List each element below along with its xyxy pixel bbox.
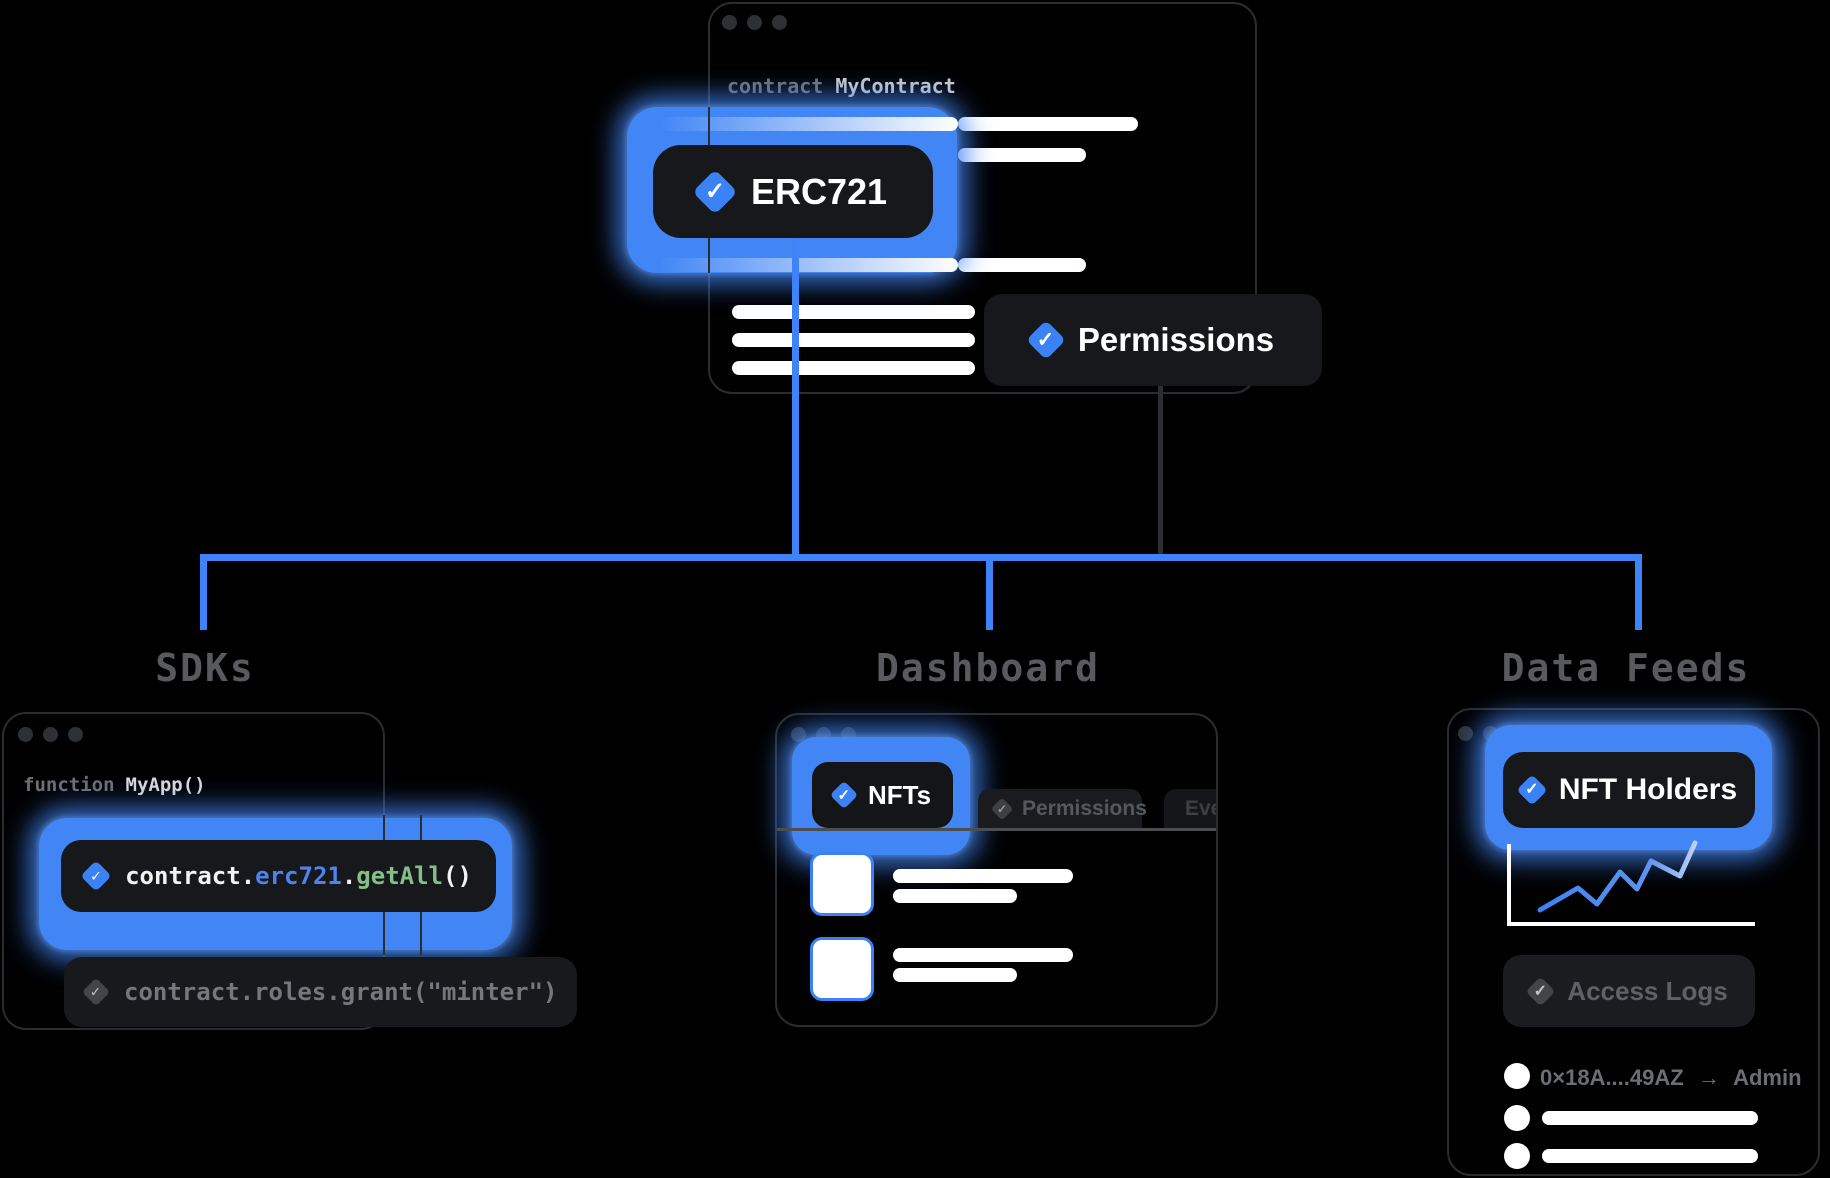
tab-nfts-label: NFTs xyxy=(867,779,932,810)
log-role: Admin xyxy=(1733,1065,1802,1090)
function-declaration: function MyApp() xyxy=(23,774,206,796)
erc721-connector-line xyxy=(792,234,799,561)
tab-permissions-label: Permissions xyxy=(1022,796,1147,820)
branch-trunk-line xyxy=(200,554,1642,561)
skeleton-line xyxy=(732,305,975,319)
skeleton-line xyxy=(893,889,1017,903)
getall-code-badge[interactable]: ✓ contract.erc721.getAll() xyxy=(61,840,496,912)
skeleton-line xyxy=(958,148,1086,162)
skeleton-line xyxy=(893,968,1017,982)
branch-label-dashboard: Dashboard xyxy=(876,646,1100,690)
chart-y-axis xyxy=(1507,844,1511,926)
tab-events[interactable]: Eve xyxy=(1164,789,1216,828)
traffic-light-dot xyxy=(1458,726,1473,741)
arrow-right-icon: → xyxy=(1697,1065,1720,1090)
branch-drop-dashboard xyxy=(986,561,993,630)
check-icon: ✓ xyxy=(1525,976,1556,1006)
skeleton-line xyxy=(732,333,975,347)
holders-chart xyxy=(1507,840,1755,926)
check-icon: ✓ xyxy=(80,860,112,892)
getall-code: contract.erc721.getAll() xyxy=(125,862,472,890)
traffic-light-dot xyxy=(18,727,33,742)
erc721-badge[interactable]: ✓ ERC721 xyxy=(653,145,933,238)
check-icon: ✓ xyxy=(81,977,111,1007)
grant-code-pill[interactable]: ✓ contract.roles.grant("minter") xyxy=(64,957,577,1027)
chart-x-axis xyxy=(1507,922,1755,926)
log-address: 0×18A....49AZ xyxy=(1540,1065,1684,1090)
skeleton-line-under-glow xyxy=(660,258,958,272)
skeleton-line xyxy=(1542,1111,1758,1125)
permissions-badge-label: Permissions xyxy=(1077,321,1275,358)
skeleton-line xyxy=(732,361,975,375)
skeleton-line xyxy=(893,869,1073,883)
check-icon: ✓ xyxy=(829,780,859,810)
tab-events-label: Eve xyxy=(1185,796,1216,820)
traffic-light-dot xyxy=(722,15,737,30)
traffic-light-dot xyxy=(791,727,806,742)
nft-holders-badge[interactable]: ✓ NFT Holders xyxy=(1503,752,1755,828)
tab-divider xyxy=(777,828,1216,831)
traffic-light-dot xyxy=(68,727,83,742)
nft-thumbnail[interactable] xyxy=(810,937,874,1001)
access-logs-label: Access Logs xyxy=(1567,975,1728,1006)
traffic-light-dot xyxy=(43,727,58,742)
window-controls xyxy=(18,727,83,742)
contract-declaration: contract MyContract xyxy=(727,74,956,98)
code-name: MyApp() xyxy=(125,774,206,796)
skeleton-line xyxy=(893,948,1073,962)
log-avatar-dot xyxy=(1504,1143,1530,1169)
window-controls xyxy=(722,15,787,30)
check-icon: ✓ xyxy=(692,168,738,215)
check-icon: ✓ xyxy=(990,797,1014,820)
grant-code: contract.roles.grant("minter") xyxy=(124,978,558,1006)
log-row: 0×18A....49AZ → Admin xyxy=(1540,1065,1802,1091)
branch-drop-datafeeds xyxy=(1635,561,1642,630)
tab-permissions[interactable]: ✓ Permissions xyxy=(978,789,1147,828)
skeleton-line xyxy=(958,258,1086,272)
nft-holders-label: NFT Holders xyxy=(1558,773,1738,806)
nft-thumbnail[interactable] xyxy=(810,852,874,916)
tab-nfts[interactable]: ✓ NFTs xyxy=(812,762,953,828)
traffic-light-dot xyxy=(747,15,762,30)
traffic-light-dot xyxy=(772,15,787,30)
skeleton-line-under-glow xyxy=(660,117,958,131)
permissions-connector-line xyxy=(1158,386,1163,557)
check-icon: ✓ xyxy=(1516,774,1548,806)
log-avatar-dot xyxy=(1504,1063,1530,1089)
code-keyword: function xyxy=(23,774,115,796)
branch-drop-sdks xyxy=(200,561,207,630)
branch-label-datafeeds: Data Feeds xyxy=(1501,646,1751,690)
permissions-badge[interactable]: ✓ Permissions xyxy=(984,294,1322,386)
holders-sparkline-line xyxy=(1537,840,1698,913)
code-name: MyContract xyxy=(835,74,956,98)
code-keyword: contract xyxy=(727,74,824,98)
skeleton-line xyxy=(1542,1149,1758,1163)
branch-label-sdks: SDKs xyxy=(155,646,255,690)
log-avatar-dot xyxy=(1504,1105,1530,1131)
access-logs-button[interactable]: ✓ Access Logs xyxy=(1503,955,1755,1027)
erc721-badge-label: ERC721 xyxy=(750,170,888,212)
check-icon: ✓ xyxy=(1026,320,1066,360)
skeleton-line xyxy=(958,117,1138,131)
